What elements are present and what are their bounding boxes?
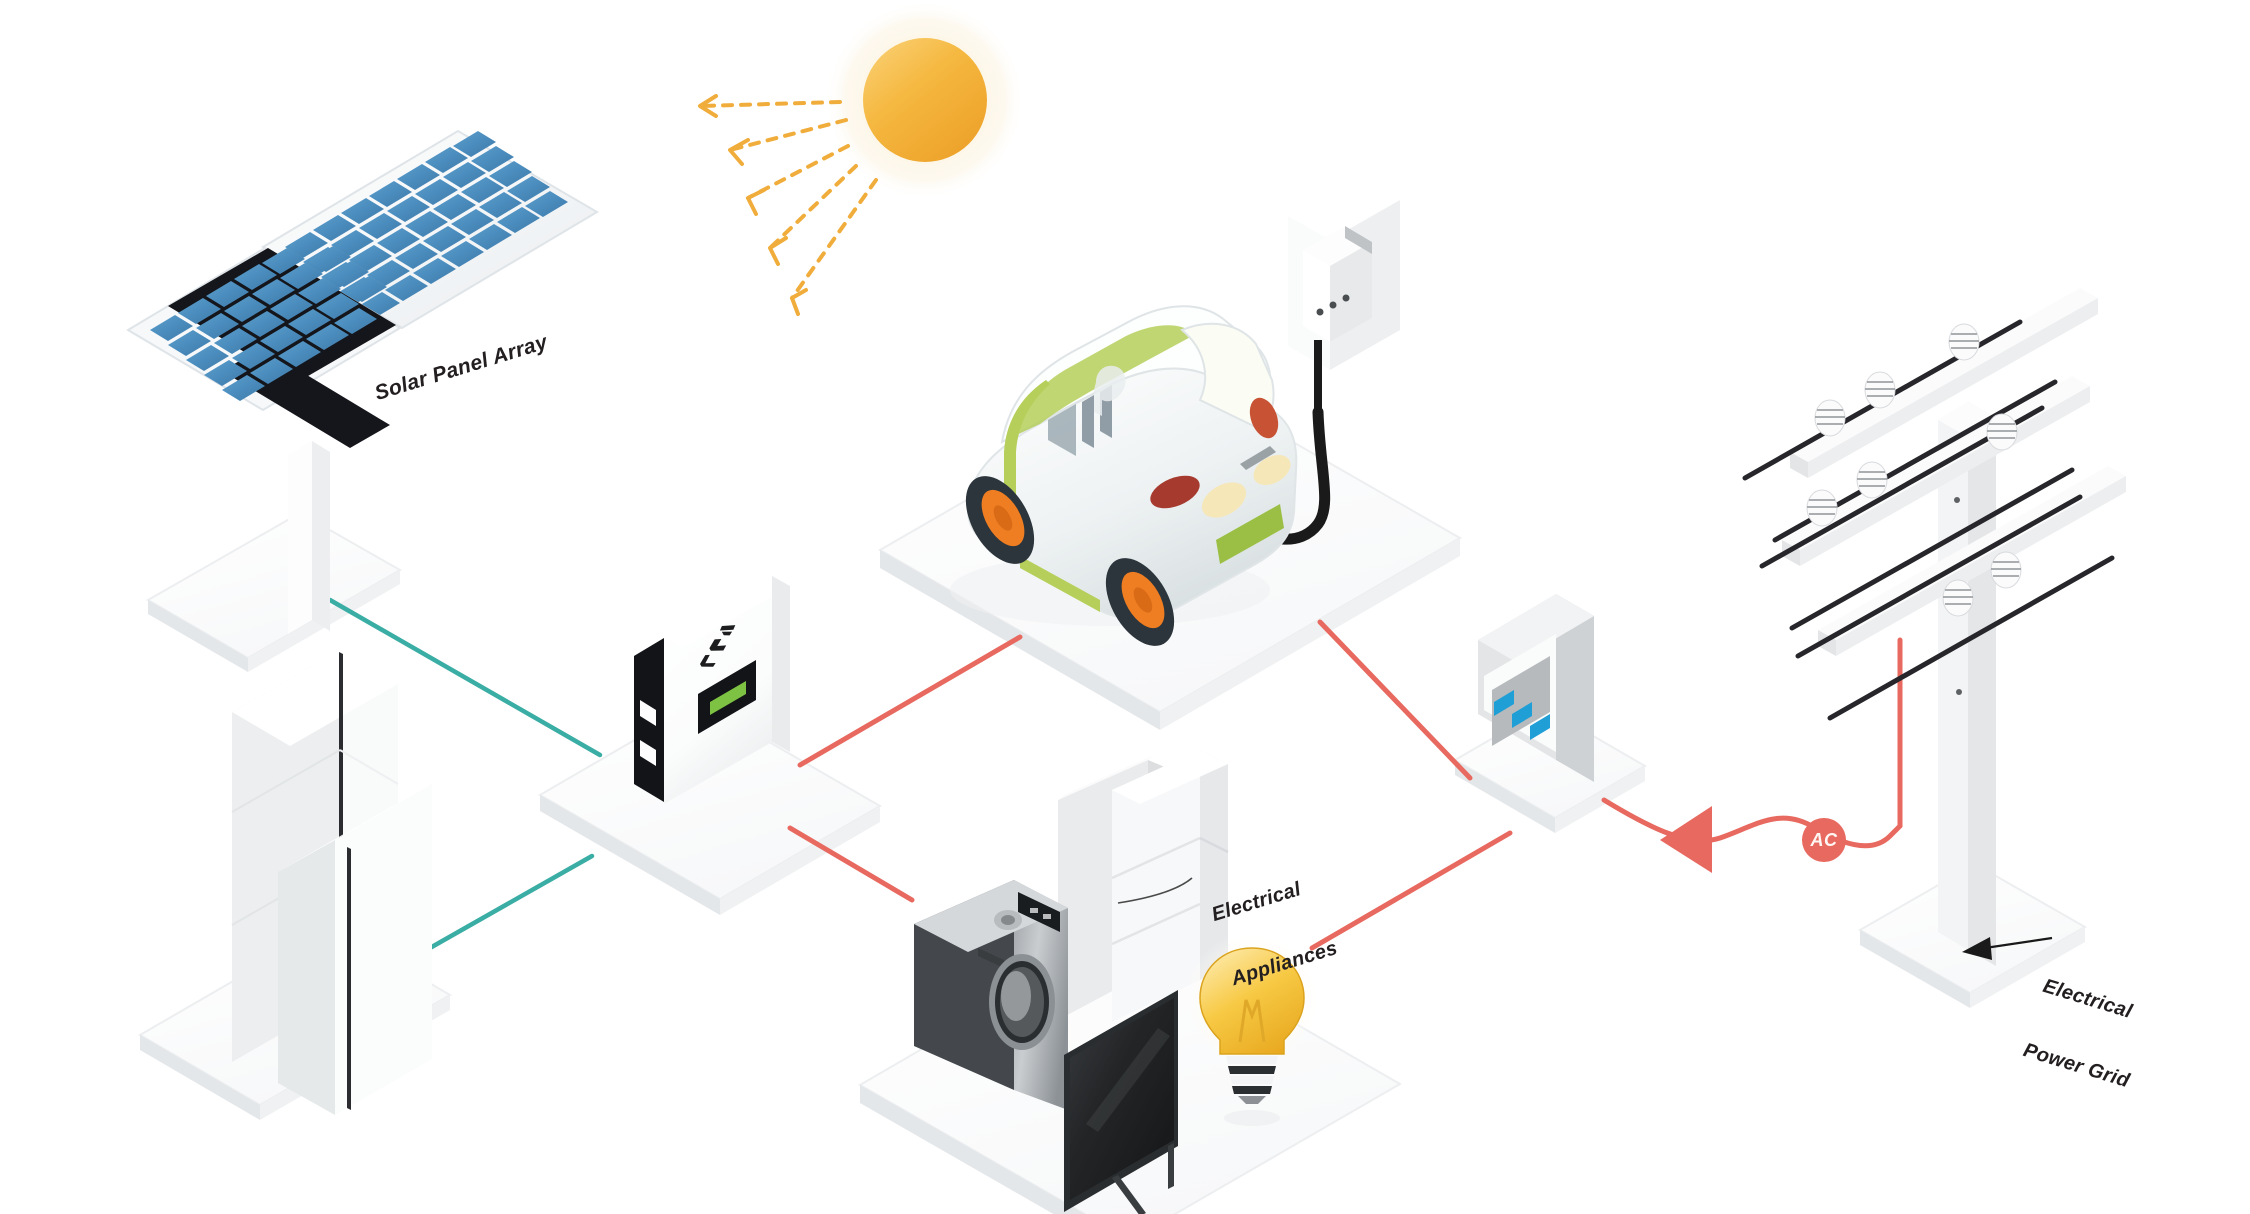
solar-pole-front bbox=[288, 441, 312, 634]
ac-flow-arrow bbox=[1660, 806, 1712, 873]
car-headlight-left bbox=[1201, 482, 1247, 518]
solar-pole-side bbox=[312, 441, 330, 631]
insulator-5 bbox=[1856, 461, 1888, 499]
tv-stand-leg-right bbox=[1168, 1143, 1174, 1189]
sun-ray-1 bbox=[698, 100, 842, 108]
solar-panel-array bbox=[126, 129, 599, 634]
ac-cable-meter-to-grid bbox=[1601, 637, 1903, 849]
inverter-display-led bbox=[710, 681, 746, 715]
appliances-group bbox=[914, 750, 1320, 1214]
pole-side bbox=[1968, 402, 1996, 966]
washer-control-panel bbox=[1018, 892, 1060, 932]
inverter-group bbox=[634, 576, 790, 804]
ac-cable-group bbox=[787, 619, 1903, 951]
ac-cable-car-to-meter bbox=[1317, 619, 1473, 781]
car-mirror-right bbox=[1249, 397, 1279, 439]
dc-cable-solar-to-inverter bbox=[327, 597, 603, 758]
bulb-base-tip bbox=[1238, 1096, 1266, 1104]
car-wheel-front bbox=[1105, 558, 1175, 646]
refrigerator bbox=[1058, 750, 1229, 1022]
solar-subpanel-left bbox=[126, 246, 402, 448]
meter-button-3 bbox=[1530, 714, 1550, 740]
bulb-filament bbox=[1238, 999, 1266, 1043]
label-electrical-power-grid-line2: Power Grid bbox=[2020, 1039, 2133, 1093]
meter-button-2 bbox=[1512, 702, 1532, 728]
charger-indicator-dot-3 bbox=[1342, 294, 1350, 302]
bulb-glass bbox=[1199, 947, 1305, 1055]
sun-group bbox=[825, 0, 1025, 200]
tv-stand-leg-left bbox=[1112, 1175, 1146, 1214]
utility-pole-group bbox=[1742, 288, 2126, 966]
meter-top bbox=[1478, 594, 1594, 662]
insulator-1 bbox=[1814, 399, 1846, 437]
crossarm-bottom bbox=[1818, 466, 2126, 656]
label-electrical-power-grid-line1: Electrical bbox=[2040, 974, 2135, 1023]
car-headlight-right bbox=[1253, 454, 1291, 486]
ac-cable-appliances-to-meter bbox=[1309, 830, 1513, 951]
tv-screen bbox=[1070, 998, 1174, 1200]
car-wheel-rear bbox=[965, 476, 1035, 564]
television bbox=[1064, 990, 1178, 1214]
sun-core bbox=[863, 38, 987, 162]
insulator-3 bbox=[1948, 323, 1980, 361]
sun-ray-2 bbox=[728, 118, 848, 152]
sun-ray-5 bbox=[790, 178, 878, 300]
insulators bbox=[1806, 323, 2022, 617]
insulator-6 bbox=[1986, 413, 2018, 451]
inverter-brand-logo bbox=[700, 625, 736, 667]
car-front-bumper-accent bbox=[1216, 504, 1284, 564]
ac-badge: AC bbox=[1802, 818, 1846, 862]
insulator-2 bbox=[1864, 371, 1896, 409]
crossarm-top bbox=[1790, 288, 2098, 478]
charger-indicator-dot-2 bbox=[1329, 301, 1337, 309]
car-roof-emblem bbox=[1094, 365, 1126, 416]
insulator-4 bbox=[1806, 489, 1838, 527]
insulator-8 bbox=[1990, 551, 2022, 589]
meter-button-1 bbox=[1494, 690, 1514, 716]
grid-label-leader bbox=[1962, 936, 2053, 960]
car-charge-port bbox=[1240, 446, 1276, 470]
inverter-right-side bbox=[772, 576, 790, 752]
ev-car-group bbox=[950, 305, 1298, 646]
washing-machine bbox=[914, 880, 1068, 1110]
grid-label-arrowhead bbox=[1962, 937, 1992, 960]
label-electrical-appliances-line2: Appliances bbox=[1228, 937, 1341, 991]
pole-top bbox=[1938, 402, 1996, 436]
sun-ray-4 bbox=[768, 164, 858, 250]
meter-screen bbox=[1492, 656, 1550, 746]
car-mirror-left bbox=[1150, 475, 1200, 509]
platform-solar bbox=[145, 511, 403, 672]
meter-group bbox=[1478, 594, 1594, 782]
light-bulb bbox=[1184, 932, 1320, 1126]
meter-right-face bbox=[1556, 594, 1594, 782]
inverter-top bbox=[664, 576, 790, 648]
ac-cable-inverter-to-appliances bbox=[787, 825, 915, 903]
ev-charger-group bbox=[1288, 176, 1400, 415]
car-side-skirt bbox=[1020, 556, 1100, 612]
sun-ray-arrowheads bbox=[698, 94, 808, 316]
ac-cable-inverter-to-car bbox=[797, 634, 1023, 768]
sun-rays-group bbox=[698, 100, 878, 300]
appliances-leader-line bbox=[1117, 877, 1193, 904]
insulator-7 bbox=[1942, 579, 1974, 617]
washer-drawer bbox=[978, 948, 1004, 968]
label-electrical-appliances-line1: Electrical bbox=[1209, 877, 1304, 926]
battery-cabinet-front bbox=[278, 784, 432, 1115]
charger-indicator-dot-1 bbox=[1316, 308, 1324, 316]
battery-storage-group bbox=[231, 650, 432, 1115]
